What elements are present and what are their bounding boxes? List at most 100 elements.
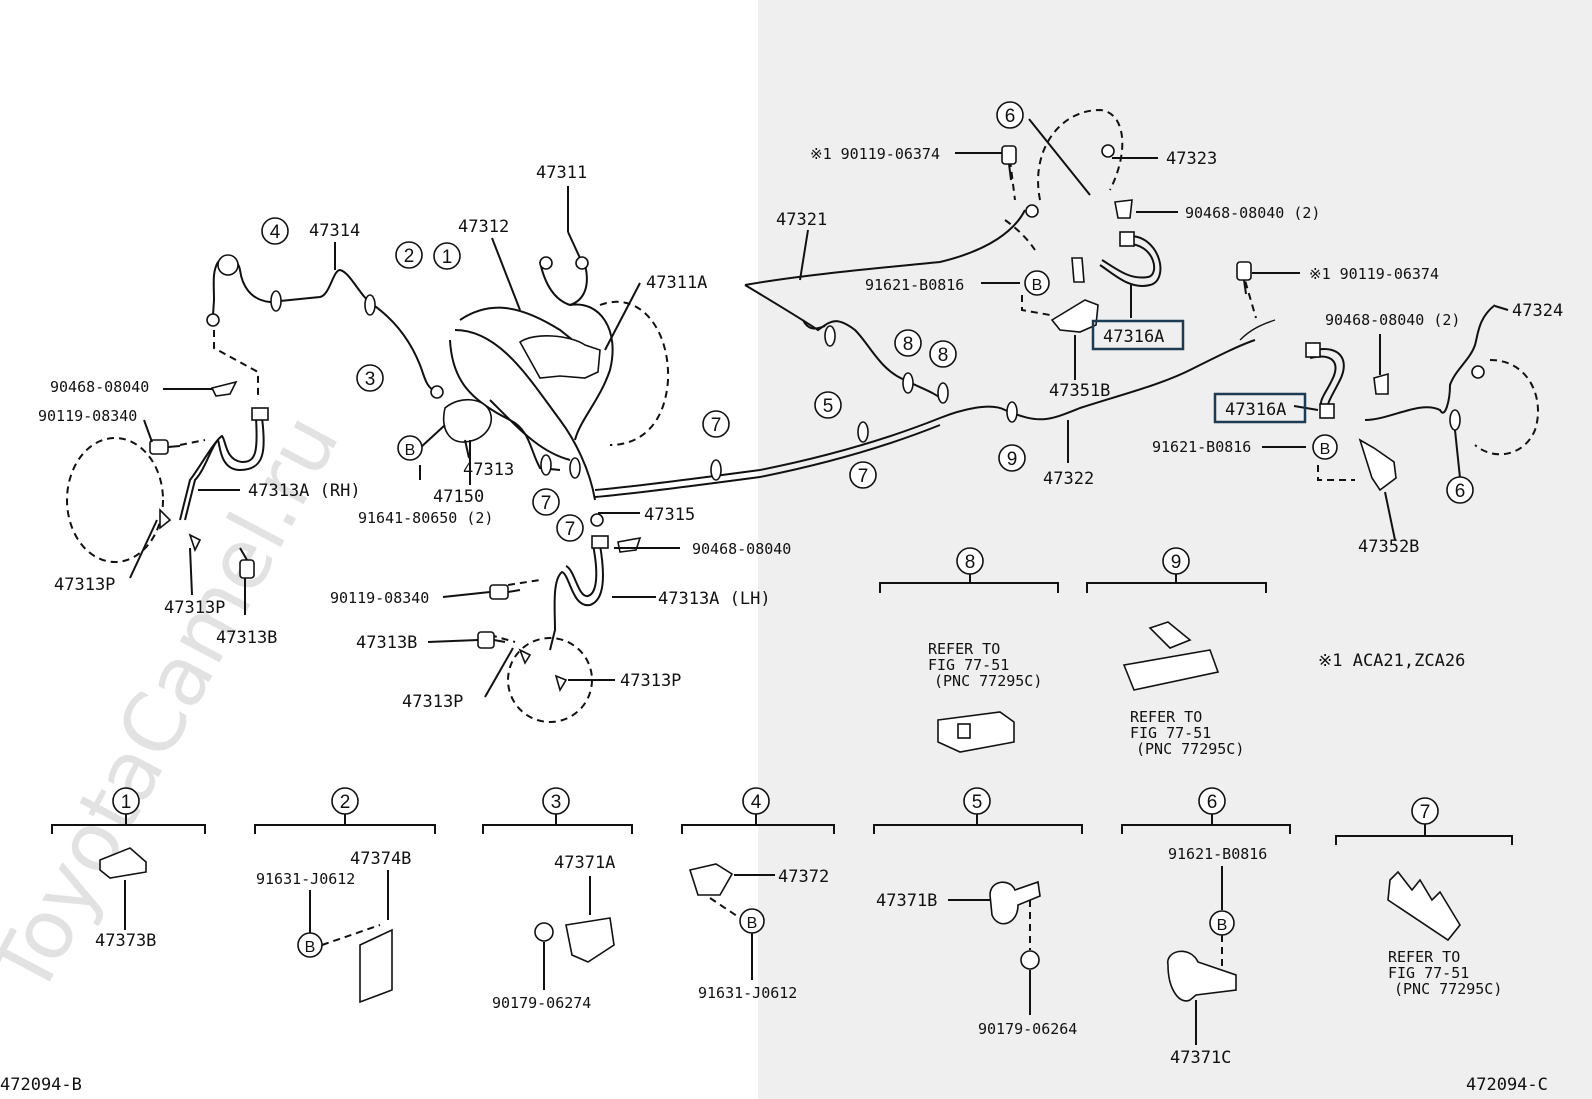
svg-text:B: B xyxy=(1320,441,1331,458)
bracket-47352B xyxy=(1358,438,1397,492)
svg-text:5: 5 xyxy=(823,396,834,417)
callout-1: 1 xyxy=(433,242,461,270)
valve-47150 xyxy=(443,399,492,443)
nut-icon xyxy=(575,256,589,270)
svg-text:REFER TO: REFER TO xyxy=(1130,708,1202,726)
detail-4: 4 47372 B 91631-J0612 xyxy=(681,787,835,1002)
detail-8: 8 REFER TO FIG 77-51 (PNC 77295C) xyxy=(879,547,1059,753)
svg-text:7: 7 xyxy=(541,493,552,514)
tube-47314 xyxy=(217,257,438,393)
label-47324: 47324 xyxy=(1512,301,1563,321)
svg-text:8: 8 xyxy=(938,345,949,366)
nut-icon xyxy=(1025,204,1039,218)
svg-text:3: 3 xyxy=(365,369,376,390)
svg-text:9: 9 xyxy=(1007,449,1018,470)
booster-circle xyxy=(599,300,670,446)
detail-1: 1 47373B xyxy=(51,787,206,951)
svg-text:FIG 77-51: FIG 77-51 xyxy=(1388,964,1469,982)
svg-text:7: 7 xyxy=(711,415,722,436)
detail-7: 7 REFER TO FIG 77-51 (PNC 77295C) xyxy=(1335,797,1513,998)
label-47372: 47372 xyxy=(778,867,829,887)
svg-text:(PNC 77295C): (PNC 77295C) xyxy=(934,672,1042,690)
bolt-icon xyxy=(1236,261,1252,295)
svg-text:REFER TO: REFER TO xyxy=(928,640,1000,658)
fitting-icon xyxy=(591,535,609,549)
detail-5: 5 47371B 90179-06264 xyxy=(873,787,1083,1038)
nut-icon xyxy=(430,385,444,399)
callout-8: 8 xyxy=(929,340,957,368)
line-drawing xyxy=(66,108,1539,723)
label-91641-80650: 91641-80650 (2) xyxy=(358,509,493,527)
label-47313A-LH: 47313A (LH) xyxy=(658,589,771,609)
label-47323: 47323 xyxy=(1166,149,1217,169)
svg-text:6: 6 xyxy=(1005,106,1016,127)
callout-9: 9 xyxy=(998,444,1026,472)
callout-2: 2 xyxy=(395,241,423,269)
callout-7: 7 xyxy=(849,461,877,489)
svg-text:2: 2 xyxy=(340,792,351,813)
leader-lines xyxy=(129,118,1509,698)
label-47313: 47313 xyxy=(463,460,514,480)
svg-text:(PNC 77295C): (PNC 77295C) xyxy=(1136,740,1244,758)
nut-icon xyxy=(206,313,220,327)
svg-text:8: 8 xyxy=(903,334,914,355)
svg-text:6: 6 xyxy=(1455,481,1466,502)
callout-7: 7 xyxy=(556,514,584,542)
label-47314: 47314 xyxy=(309,221,360,241)
label-47374B: 47374B xyxy=(350,849,411,869)
label-90179-06274: 90179-06274 xyxy=(492,994,591,1012)
detail-9: 9 REFER TO FIG 77-51 (PNC 77295C) xyxy=(1086,547,1267,758)
callout-7: 7 xyxy=(532,488,560,516)
svg-text:6: 6 xyxy=(1207,792,1218,813)
fitting-icon xyxy=(1119,231,1135,247)
svg-text:B: B xyxy=(405,442,416,459)
svg-text:B: B xyxy=(747,915,758,932)
clip-icon xyxy=(617,536,642,553)
label-47371B: 47371B xyxy=(876,891,937,911)
callout-6: 6 xyxy=(996,101,1024,129)
label-47311A: 47311A xyxy=(646,273,707,293)
svg-text:FIG 77-51: FIG 77-51 xyxy=(928,656,1009,674)
detail-2: 2 47374B 91631-J0612 B xyxy=(254,787,436,1004)
label-91631-J0612: 91631-J0612 xyxy=(256,870,355,888)
svg-text:5: 5 xyxy=(972,792,983,813)
label-91621-B0816: 91621-B0816 xyxy=(865,276,964,294)
label-47351B: 47351B xyxy=(1049,381,1110,401)
tube-47322 xyxy=(594,339,1256,491)
label-47371C: 47371C xyxy=(1170,1048,1231,1068)
label-47373B: 47373B xyxy=(95,931,156,951)
clip-icon xyxy=(1373,372,1389,395)
footer-right-code: 472094-C xyxy=(1466,1075,1548,1095)
svg-text:B: B xyxy=(1032,277,1043,294)
label-47313P: 47313P xyxy=(54,575,115,595)
wheel-circle-left xyxy=(66,437,164,563)
label-47313P: 47313P xyxy=(620,671,681,691)
callout-5: 5 xyxy=(814,391,842,419)
callout-b: B xyxy=(1024,270,1050,296)
label-47371A: 47371A xyxy=(554,853,615,873)
label-47150: 47150 xyxy=(433,487,484,507)
label-91621-B0816: 91621-B0816 xyxy=(1152,438,1251,456)
nut-icon xyxy=(1471,365,1485,379)
svg-text:1: 1 xyxy=(121,792,132,813)
label-90468-08040: 90468-08040 xyxy=(692,540,791,558)
note-aca21-zca26: ※1 ACA21,ZCA26 xyxy=(1318,651,1465,671)
label-47313B: 47313B xyxy=(216,628,277,648)
label-91621-B0816: 91621-B0816 xyxy=(1168,845,1267,863)
svg-text:7: 7 xyxy=(565,519,576,540)
svg-text:2: 2 xyxy=(404,246,415,267)
wheel-circle-top xyxy=(1037,108,1124,201)
detail-3: 3 47371A 90179-06274 xyxy=(482,787,633,1012)
svg-text:4: 4 xyxy=(270,222,281,243)
label-47313A-RH: 47313A (RH) xyxy=(248,481,361,501)
footer-left-code: 472094-B xyxy=(0,1075,82,1095)
fitting-icon xyxy=(1319,403,1335,419)
svg-text:3: 3 xyxy=(551,792,562,813)
bolt-icon xyxy=(239,547,255,579)
clip-icon xyxy=(1071,257,1085,283)
svg-text:7: 7 xyxy=(1420,802,1431,823)
label-47312: 47312 xyxy=(458,217,509,237)
svg-text:9: 9 xyxy=(1171,552,1182,573)
label-91631-J0612: 91631-J0612 xyxy=(698,984,797,1002)
